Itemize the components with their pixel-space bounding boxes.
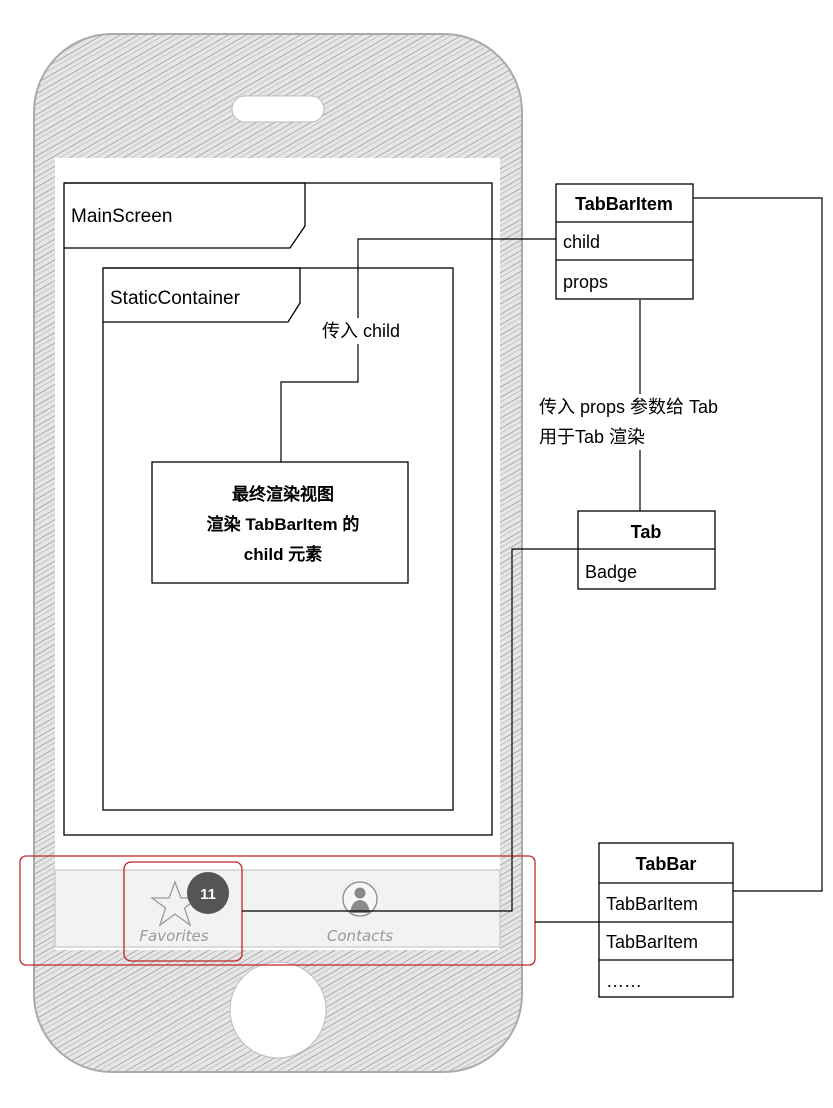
class-tabbaritem-field-child: child (563, 232, 600, 252)
final-view-line-2: 渲染 TabBarItem 的 (207, 514, 360, 534)
connectors (242, 197, 823, 923)
class-tabbaritem-field-props: props (563, 272, 608, 292)
tab-bar-highlight (19, 855, 536, 966)
tab-contacts[interactable]: Contacts (327, 881, 393, 945)
connector-tab (242, 548, 578, 912)
final-view-box: 最终渲染视图 渲染 TabBarItem 的 child 元素 (151, 461, 409, 584)
pass-child-label: 传入 child (322, 321, 400, 341)
class-tabbar: TabBar TabBarItem TabBarItem …… (598, 842, 734, 998)
connector-tabbar-item (693, 197, 823, 892)
class-tabbar-field-3: …… (606, 971, 642, 991)
person-icon (342, 881, 378, 917)
class-tabbar-field-1: TabBarItem (606, 894, 698, 914)
final-view-line-1: 最终渲染视图 (232, 484, 334, 504)
tab-favorites-label: Favorites (139, 927, 208, 945)
static-container-frame: StaticContainer (102, 267, 454, 811)
pass-props-label-2: 用于Tab 渲染 (539, 427, 645, 447)
badge-count: 11 (200, 886, 216, 903)
class-tabbar-title: TabBar (636, 854, 697, 874)
class-tab-title: Tab (631, 522, 662, 542)
badge (187, 872, 229, 914)
tab-favorites[interactable]: Favorites 11 (139, 872, 229, 945)
static-container-label: StaticContainer (110, 288, 241, 309)
class-tab: Tab Badge (577, 510, 716, 590)
class-tabbaritem: TabBarItem child props (555, 183, 694, 300)
class-tabbaritem-title: TabBarItem (575, 194, 673, 214)
connector-child (280, 238, 556, 462)
home-button[interactable] (229, 961, 327, 1059)
pass-props-label-1: 传入 props 参数给 Tab (539, 397, 718, 417)
tab-contacts-label: Contacts (327, 927, 393, 945)
phone-tab-bar: Favorites 11 Contacts (54, 869, 501, 948)
class-tab-field-badge: Badge (585, 562, 637, 582)
main-screen-frame: MainScreen (63, 182, 493, 836)
main-screen-label: MainScreen (71, 206, 172, 227)
class-tabbar-field-2: TabBarItem (606, 932, 698, 952)
final-view-line-3: child 元素 (244, 545, 322, 564)
earpiece (231, 95, 325, 123)
